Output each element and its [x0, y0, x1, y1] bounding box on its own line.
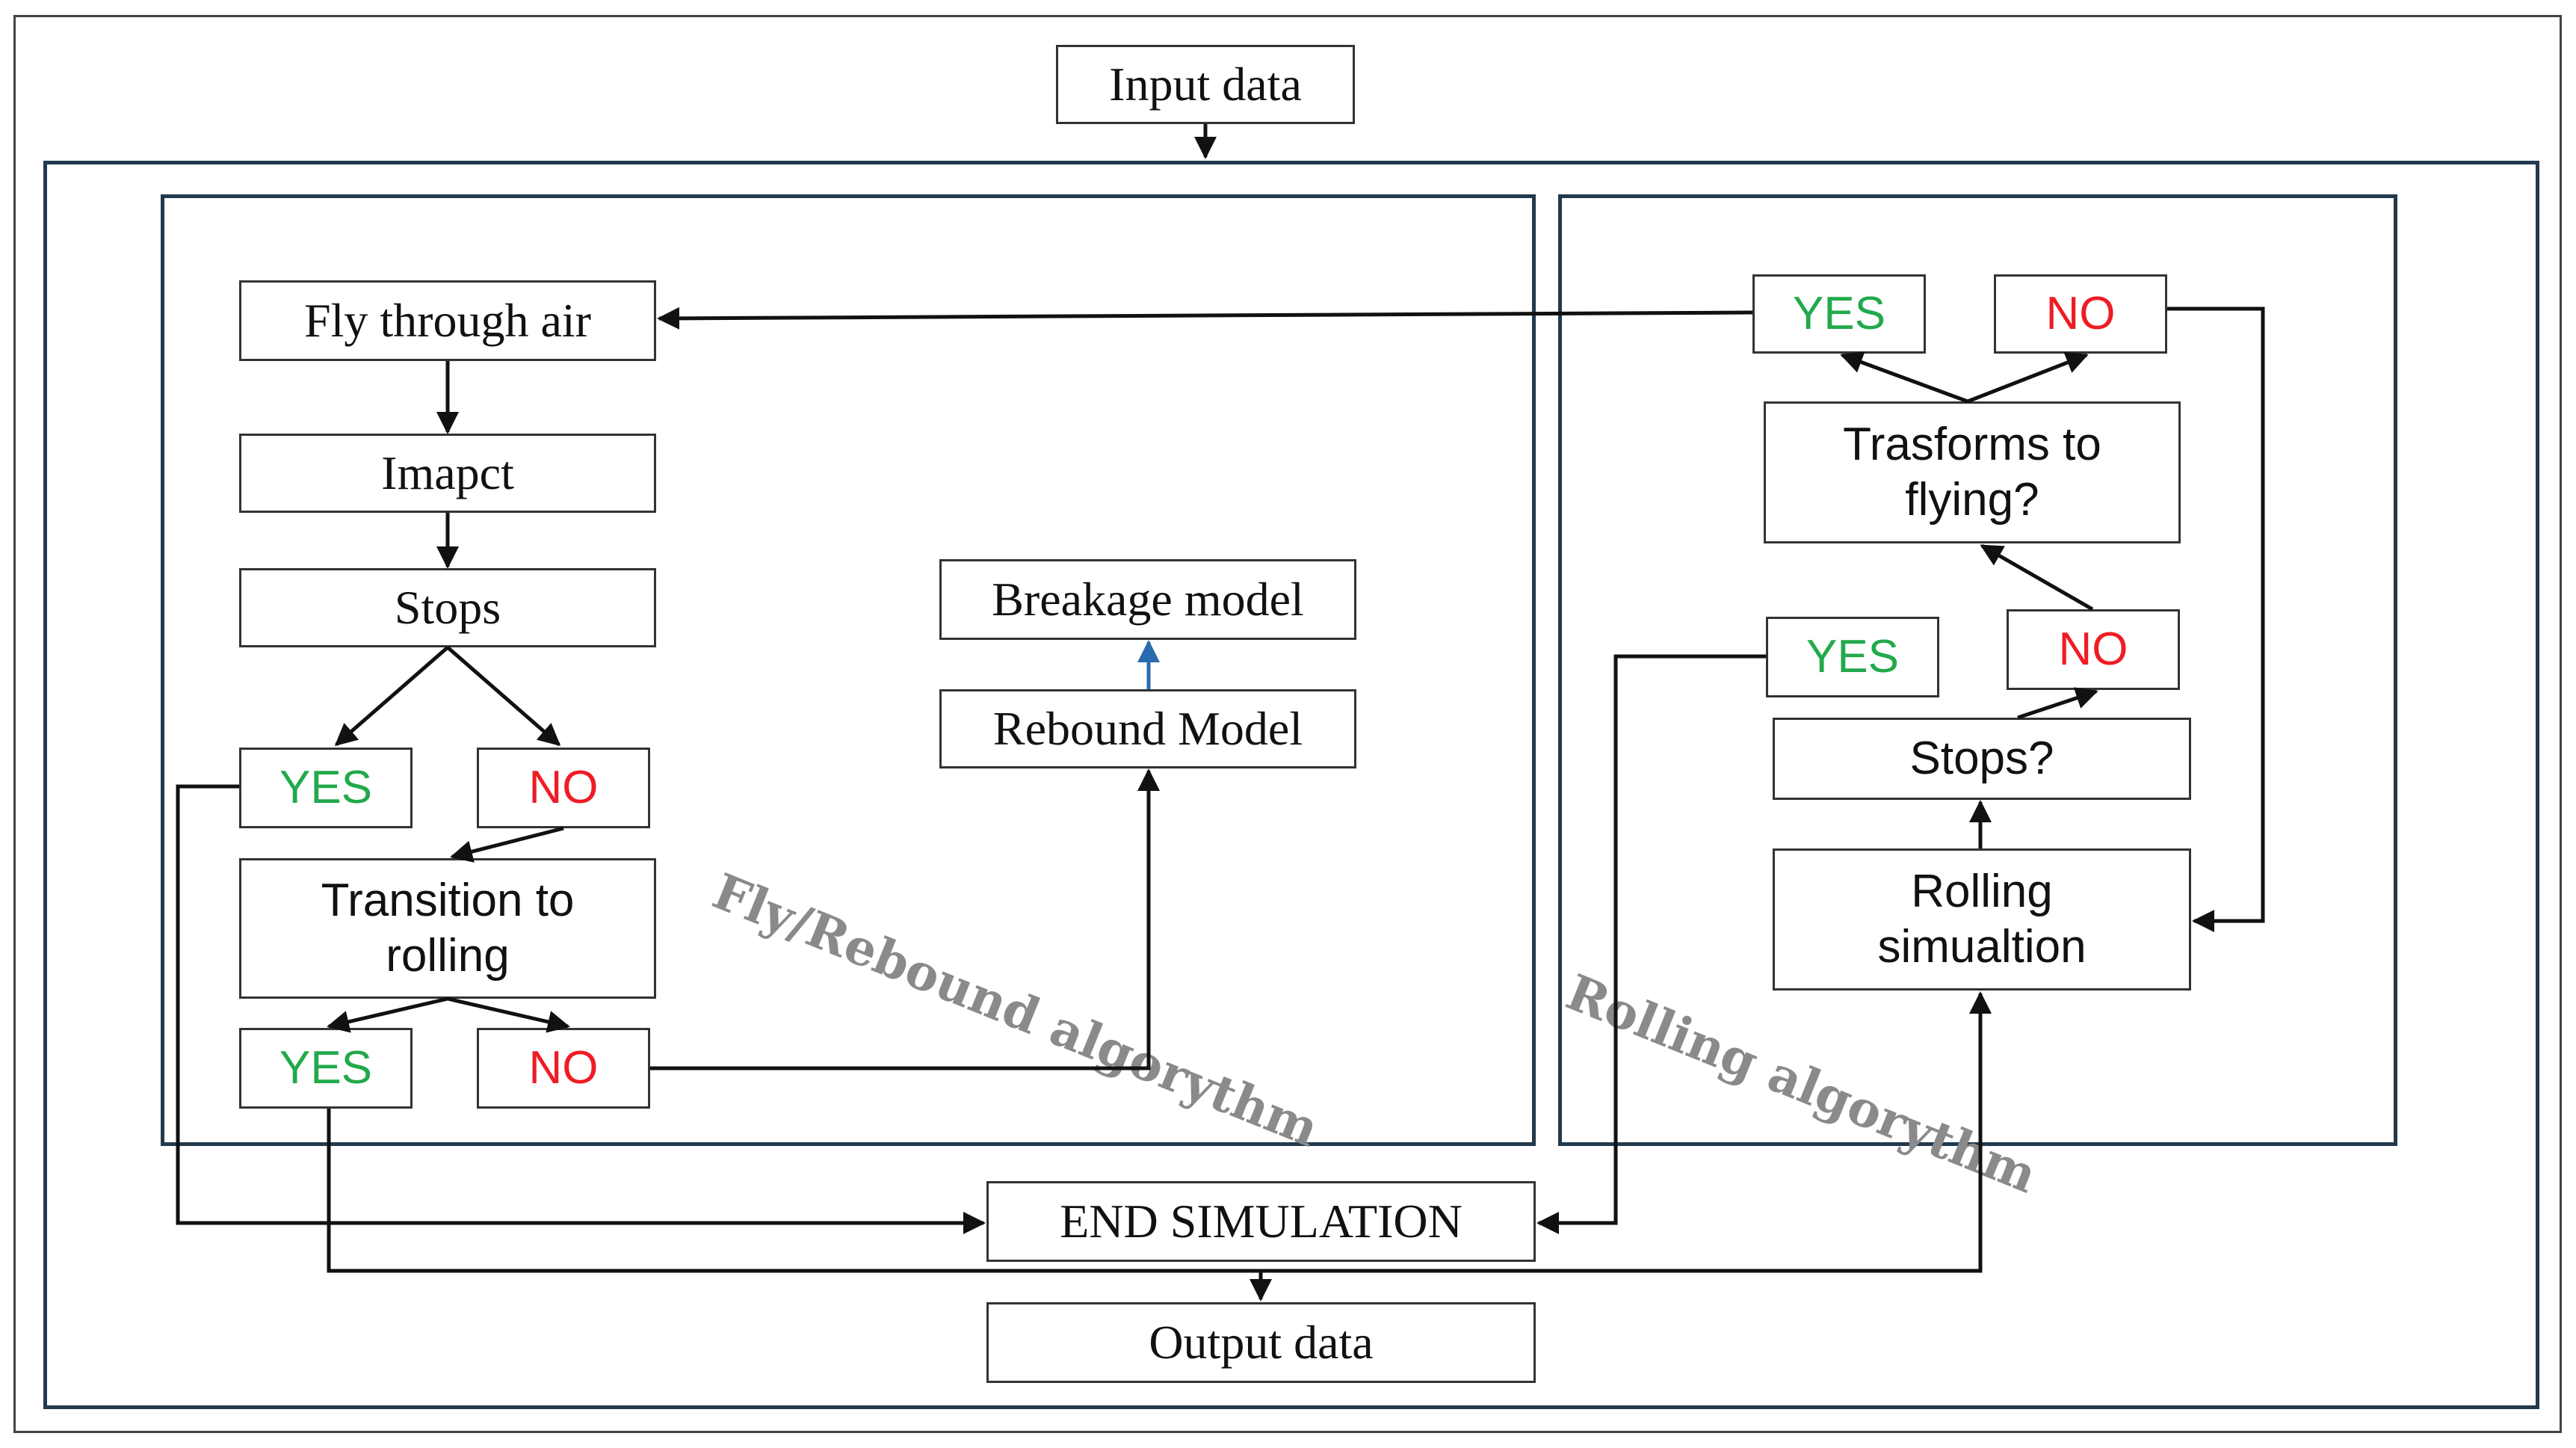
no-box-1: NO — [477, 748, 650, 828]
stops-box: Stops — [239, 568, 656, 647]
breakage-model-label: Breakage model — [992, 572, 1304, 626]
yes-label-r1: YES — [1792, 287, 1886, 339]
no-box-2: NO — [477, 1028, 650, 1109]
rolling-simulation-label: Rolling simualtion — [1877, 865, 2087, 973]
yes-label-2: YES — [279, 1041, 373, 1094]
no-box-r1: NO — [1994, 274, 2167, 354]
stops-label: Stops — [394, 580, 501, 634]
output-data-box: Output data — [986, 1302, 1536, 1383]
stops-question-label: Stops? — [1909, 732, 2054, 784]
no-label-2: NO — [528, 1041, 599, 1094]
no-label-1: NO — [528, 761, 599, 813]
transforms-box: Trasforms to flying? — [1764, 401, 2181, 543]
rolling-simulation-box: Rolling simualtion — [1773, 848, 2191, 991]
no-label-r2: NO — [2058, 623, 2128, 675]
impact-box: Imapct — [239, 434, 656, 513]
stops-question-box: Stops? — [1773, 718, 2191, 800]
transforms-label: Trasforms to flying? — [1843, 418, 2101, 526]
rebound-model-label: Rebound Model — [992, 701, 1303, 755]
output-data-label: Output data — [1149, 1315, 1374, 1369]
page-border — [13, 15, 2562, 1433]
yes-box-2: YES — [239, 1028, 413, 1109]
rolling-container — [1558, 194, 2397, 1146]
yes-box-1: YES — [239, 748, 413, 828]
fly-through-air-label: Fly through air — [304, 293, 591, 347]
simulation-container — [43, 161, 2539, 1409]
end-simulation-box: END SIMULATION — [986, 1181, 1536, 1262]
no-label-r1: NO — [2045, 287, 2116, 339]
no-box-r2: NO — [2007, 609, 2180, 690]
fly-through-air-box: Fly through air — [239, 280, 656, 361]
yes-box-r1: YES — [1752, 274, 1926, 354]
yes-label-1: YES — [279, 761, 373, 813]
breakage-model-box: Breakage model — [939, 559, 1356, 640]
rebound-model-box: Rebound Model — [939, 689, 1356, 768]
yes-box-r2: YES — [1766, 617, 1939, 697]
transition-box: Transition to rolling — [239, 858, 656, 999]
transition-label: Transition to rolling — [321, 874, 575, 982]
yes-label-r2: YES — [1806, 630, 1900, 683]
end-simulation-label: END SIMULATION — [1060, 1194, 1462, 1248]
input-data-label: Input data — [1109, 57, 1302, 111]
input-data-box: Input data — [1056, 45, 1355, 124]
impact-label: Imapct — [381, 446, 514, 499]
